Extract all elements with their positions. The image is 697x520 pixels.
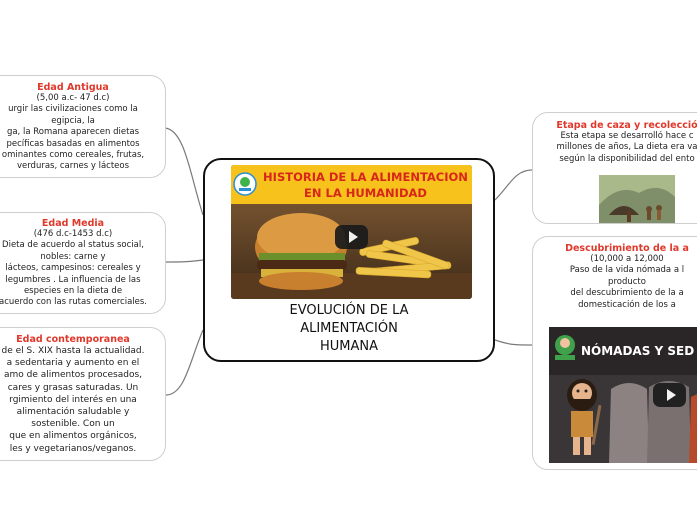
central-topic[interactable]: HISTORIA DE LA ALIMENTACION EN LA HUMANI… bbox=[203, 158, 495, 362]
cave-people-image bbox=[599, 175, 675, 223]
video-thumbnail-historia[interactable]: HISTORIA DE LA ALIMENTACION EN LA HUMANI… bbox=[231, 165, 472, 299]
node-body: (476 d.c-1453 d.c) Dieta de acuerdo al s… bbox=[0, 229, 165, 309]
node-title: Etapa de caza y recolecció bbox=[533, 120, 697, 131]
node-title: Edad Media bbox=[0, 218, 165, 229]
video-banner-line2: EN LA HUMANIDAD bbox=[259, 186, 472, 200]
node-title: Edad Antigua bbox=[0, 82, 165, 93]
node-edad-antigua[interactable]: Edad Antigua (5,00 a.c- 47 d.c) urgir la… bbox=[0, 75, 166, 178]
video-thumbnail-nomadas[interactable]: NÓMADAS Y SED bbox=[549, 327, 697, 463]
video-banner-line1: HISTORIA DE LA ALIMENTACION bbox=[259, 170, 472, 184]
node-title: Descubrimiento de la a bbox=[533, 243, 697, 254]
node-etapa-caza[interactable]: Etapa de caza y recolecció Esta etapa se… bbox=[532, 112, 697, 224]
play-button-icon[interactable] bbox=[653, 383, 686, 407]
node-body: de el S. XIX hasta la actualidad. a sede… bbox=[0, 345, 165, 455]
node-edad-contemporanea[interactable]: Edad contemporanea de el S. XIX hasta la… bbox=[0, 327, 166, 461]
node-body: (5,00 a.c- 47 d.c) urgir las civilizacio… bbox=[0, 93, 165, 173]
node-title: Edad contemporanea bbox=[0, 334, 165, 345]
central-topic-title: EVOLUCIÓN DE LA ALIMENTACIÓN HUMANA bbox=[205, 302, 493, 356]
node-body: (10,000 a 12,000 Paso de la vida nómada … bbox=[533, 254, 697, 311]
node-body: Esta etapa se desarrolló hace c millones… bbox=[533, 131, 697, 165]
play-button-icon[interactable] bbox=[335, 225, 368, 249]
video-banner-nomadas: NÓMADAS Y SED bbox=[581, 344, 694, 358]
node-descubrimiento[interactable]: Descubrimiento de la a (10,000 a 12,000 … bbox=[532, 236, 697, 470]
node-edad-media[interactable]: Edad Media (476 d.c-1453 d.c) Dieta de a… bbox=[0, 212, 166, 314]
